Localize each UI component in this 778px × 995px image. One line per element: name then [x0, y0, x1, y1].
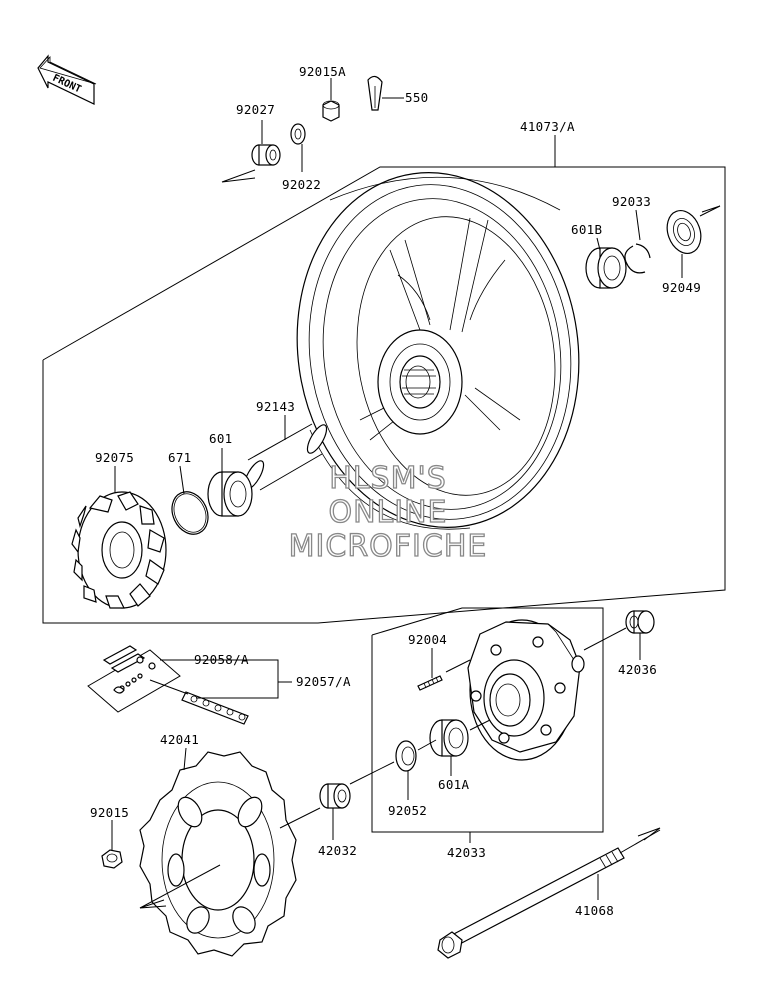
part-labels: 92015A 550 92027 92022 41073/A 92033 601… [90, 64, 701, 918]
washer-92022 [290, 123, 306, 172]
label-42036[interactable]: 42036 [618, 662, 657, 677]
collar-42036 [583, 610, 655, 660]
label-601a[interactable]: 601A [438, 777, 469, 792]
front-arrow-icon: FRONT [37, 54, 97, 105]
wheel-rim [296, 172, 580, 530]
bearing-601b [585, 237, 627, 289]
sprocket-42041 [139, 747, 297, 957]
label-92143[interactable]: 92143 [256, 399, 295, 414]
nut-92015a [322, 78, 340, 122]
sprocket-hub-42033 [467, 619, 585, 761]
label-92015[interactable]: 92015 [90, 805, 129, 820]
axis-line-top-left [221, 169, 256, 183]
axle-41068 [437, 827, 661, 959]
axis-line-collar [279, 807, 321, 829]
nut-92015 [101, 820, 123, 869]
label-92015a[interactable]: 92015A [299, 64, 346, 79]
o-ring-671 [171, 465, 209, 535]
axis-line-collar-right [349, 761, 395, 785]
stud-92004 [417, 648, 471, 691]
watermark-line2: ONLINE [328, 495, 447, 530]
label-92022[interactable]: 92022 [282, 177, 321, 192]
hub-group-box [371, 607, 604, 833]
label-92058a[interactable]: 92058/A [194, 652, 249, 667]
label-42032[interactable]: 42032 [318, 843, 357, 858]
label-92033[interactable]: 92033 [612, 194, 651, 209]
damper-92075 [71, 466, 167, 609]
label-671[interactable]: 671 [168, 450, 191, 465]
label-92027[interactable]: 92027 [236, 102, 275, 117]
cotter-pin-550 [367, 75, 404, 111]
watermark: HLSM'S ONLINE MICROFICHE [288, 460, 488, 564]
axis-line-sprocket [139, 864, 221, 909]
label-41068[interactable]: 41068 [575, 903, 614, 918]
watermark-line3: MICROFICHE [289, 529, 488, 564]
washer-92052 [395, 739, 437, 800]
wheel-group-box [42, 166, 726, 624]
label-92075[interactable]: 92075 [95, 450, 134, 465]
label-42041[interactable]: 42041 [160, 732, 199, 747]
circlip-92033 [624, 209, 651, 274]
spacer-tube-92143 [243, 415, 328, 491]
label-601[interactable]: 601 [209, 431, 232, 446]
axis-arrow-sprocket [139, 899, 167, 909]
bearing-601a [429, 719, 491, 776]
label-92004[interactable]: 92004 [408, 632, 447, 647]
axis-line-top-right [699, 205, 721, 217]
collar-42032 [319, 783, 351, 840]
label-92049[interactable]: 92049 [662, 280, 701, 295]
label-601b[interactable]: 601B [571, 222, 602, 237]
chain-joint-92058a [87, 645, 190, 713]
watermark-line1: HLSM'S [329, 461, 447, 496]
label-550[interactable]: 550 [405, 90, 428, 105]
collar-92027 [251, 120, 281, 166]
oil-seal-92049 [666, 210, 702, 278]
drive-chain-92057a [149, 659, 292, 725]
label-42033[interactable]: 42033 [447, 845, 486, 860]
label-41073a[interactable]: 41073/A [520, 119, 575, 134]
label-92052[interactable]: 92052 [388, 803, 427, 818]
bearing-601 [207, 448, 253, 517]
label-92057a[interactable]: 92057/A [296, 674, 351, 689]
